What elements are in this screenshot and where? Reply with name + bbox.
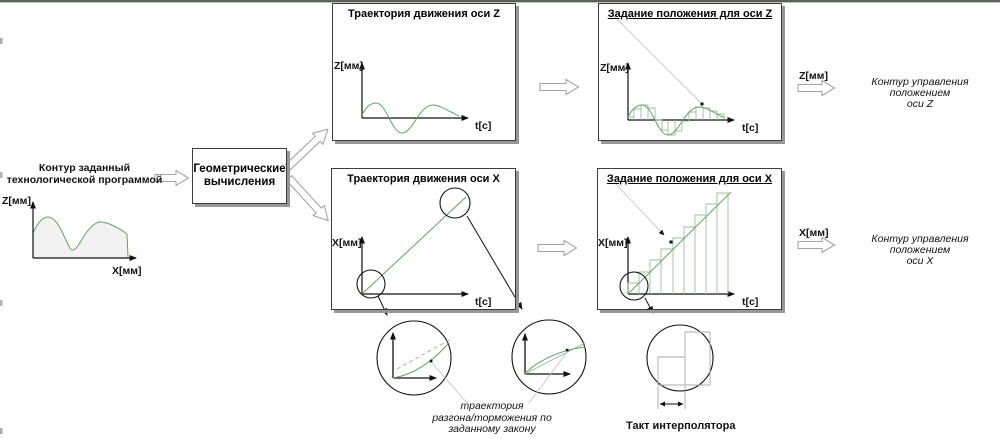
leader-line [611, 179, 665, 236]
arrow-setz-to-control [797, 79, 836, 97]
ramp-annotation: траектория разгона/торможения по заданно… [432, 400, 552, 435]
source-contour-title: Контур заданный технологической программ… [6, 162, 163, 186]
arrow-geometry-to-traj-x [285, 174, 329, 222]
set-x-y-label: X[мм] [598, 237, 628, 249]
leader-line [431, 362, 468, 404]
source-x-axis-label: X[мм] [112, 265, 142, 277]
output-x-signal-label: X[мм] [799, 227, 829, 239]
zoom-circle-origin [356, 269, 386, 299]
flow-arrows [154, 78, 836, 257]
box-set-z: Задание положения для оси Z [598, 3, 782, 141]
traj-x-y-label: X[мм] [332, 237, 362, 249]
zoom-circle-end [439, 187, 471, 219]
arrow-trajx-to-setx [537, 239, 578, 257]
set-z-plot [611, 13, 735, 136]
source-contour-plot [30, 201, 137, 261]
magnifier-decel [511, 319, 587, 404]
arrow-setx-to-control [797, 236, 836, 254]
source-y-axis-label: Z[мм] [2, 195, 31, 207]
magnifier-interpolator [646, 324, 714, 409]
geometry-calculations-block: Геометрические вычисления [192, 148, 287, 204]
leader-line [611, 13, 702, 104]
output-z-signal-label: Z[мм] [799, 70, 828, 82]
arrow-trajz-to-setz [539, 78, 580, 96]
traj-z-x-label: t[c] [475, 120, 492, 132]
traj-z-plot [359, 62, 469, 134]
box-set-x: Задание положения для оси X [597, 168, 782, 310]
box-traj-x: Траектория движения оси X [331, 168, 516, 310]
arrow-source-to-geometry [154, 169, 190, 187]
set-z-x-label: t[c] [742, 122, 759, 134]
magnifier-accel [376, 320, 468, 404]
traj-x-plot [356, 187, 523, 316]
box-set-z-title: Задание положения для оси Z [607, 8, 773, 20]
box-traj-x-title: Траектория движения оси X [347, 173, 500, 185]
traj-z-y-label: Z[мм] [334, 60, 363, 72]
set-z-y-label: Z[мм] [600, 62, 629, 74]
traj-x-x-label: t[c] [475, 296, 492, 308]
output-z-control-label: Контур управления положением оси Z [871, 76, 969, 110]
output-x-control-label: Контур управления положением оси X [871, 233, 969, 267]
interpolator-cycle-label: Такт интерполятора [626, 420, 736, 432]
set-x-plot [611, 179, 735, 314]
zoom-circle-origin [619, 271, 649, 301]
box-set-x-title: Задание положения для оси X [606, 173, 773, 185]
leader-line [528, 351, 568, 404]
box-traj-z: Траектория движения оси Z [332, 3, 516, 141]
set-x-x-label: t[c] [742, 296, 759, 308]
box-traj-z-title: Траектория движения оси Z [347, 8, 501, 20]
arrow-geometry-to-traj-z [284, 128, 329, 171]
